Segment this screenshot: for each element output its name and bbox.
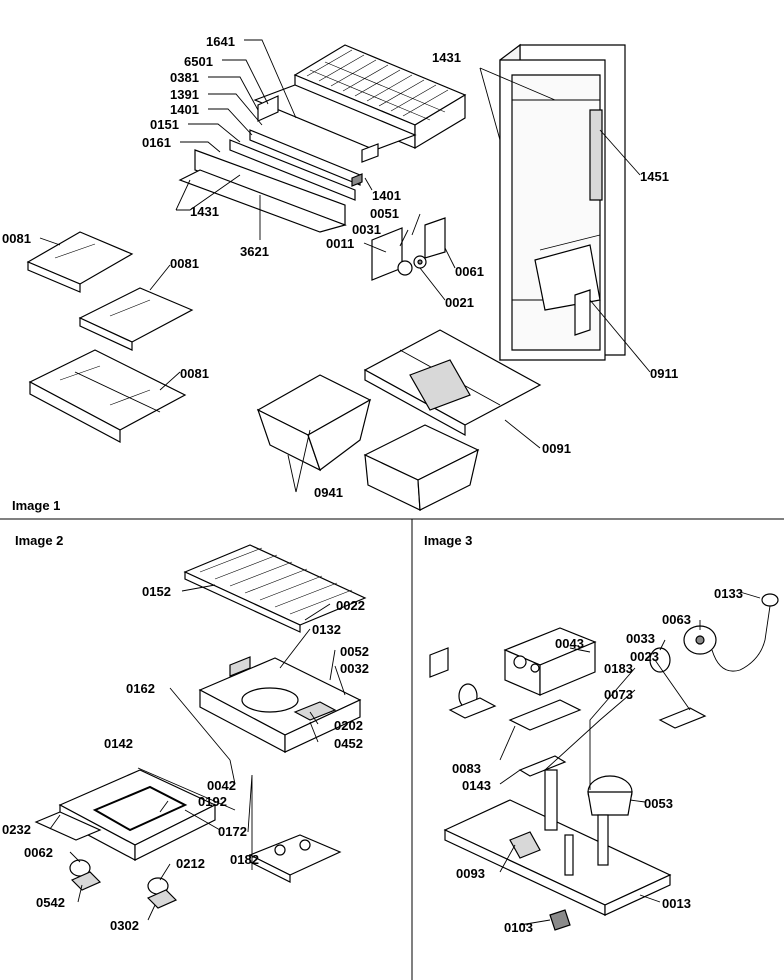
top-shelf-assembly [253,44,467,151]
panel-title-image2: Image 2 [15,533,63,548]
panel-dividers [0,518,784,980]
callout-0151: 0151 [150,117,179,132]
callout-0063: 0063 [662,612,691,627]
glass-shelf-3 [28,349,187,443]
sensor-0133 [711,593,779,672]
callout-0061: 0061 [455,264,484,279]
callout-0042: 0042 [207,778,236,793]
image3-drawing [429,591,779,931]
damper-motor-0063 [683,625,717,655]
callout-0212: 0212 [176,856,205,871]
callout-0032: 0032 [340,661,369,676]
part-0302 [146,889,178,909]
image2-drawing [34,544,367,921]
crisper-drawer-2 [363,424,480,511]
callout-0133: 0133 [714,586,743,601]
callout-0081-top: 0081 [2,231,31,246]
callout-0381: 0381 [170,70,199,85]
callout-0051: 0051 [370,206,399,221]
callout-0093: 0093 [456,866,485,881]
callout-0142: 0142 [104,736,133,751]
control-board [248,834,342,883]
callout-0031: 0031 [352,222,381,237]
callout-0132: 0132 [312,622,341,637]
callout-0011: 0011 [326,236,354,251]
part-0232 [34,811,102,841]
image1-leader-lines [39,39,651,493]
part-0083 [508,699,582,731]
part-0143 [518,755,567,777]
callout-1401-lower: 1401 [372,188,401,203]
callout-0452: 0452 [334,736,363,751]
callout-1431-left: 1431 [190,204,219,219]
image1-drawing [26,39,651,511]
callout-1641: 1641 [206,34,235,49]
image3-leader-lines [499,591,761,926]
callout-0192: 0192 [198,794,227,809]
part-0542 [70,871,102,891]
callout-1391: 1391 [170,87,199,102]
glass-shelf-2 [78,287,194,351]
front-cover-assembly [178,129,379,233]
base-plate-0013 [443,769,672,916]
callout-3621: 3621 [240,244,269,259]
callout-0052: 0052 [340,644,369,659]
callout-1401-upper: 1401 [170,102,199,117]
part-bracket-left [448,697,497,719]
callout-0202: 0202 [334,718,363,733]
control-housing [58,769,217,861]
crisper-drawer-1 [256,374,372,472]
image2-leader-lines [49,584,346,921]
glass-shelf-1 [26,231,134,293]
callout-0232: 0232 [2,822,31,837]
callout-0161: 0161 [142,135,171,150]
callout-0081-middle: 0081 [170,256,199,271]
callout-0103: 0103 [504,920,533,935]
callout-1451: 1451 [640,169,669,184]
callout-0172: 0172 [218,824,247,839]
callout-0013: 0013 [662,896,691,911]
callout-0083: 0083 [452,761,481,776]
part-0033 [649,647,671,673]
callout-6501: 6501 [184,54,213,69]
callout-0091: 0091 [542,441,571,456]
part-clip [429,647,449,678]
rod-0142 [137,767,236,811]
panel-title-image1: Image 1 [12,498,60,513]
callout-1431-right: 1431 [432,50,461,65]
callout-0183: 0183 [604,661,633,676]
callout-0302: 0302 [110,918,139,933]
callout-0143: 0143 [462,778,491,793]
callout-0162: 0162 [126,681,155,696]
defrost-timer-0053 [587,775,633,816]
callout-0073: 0073 [604,687,633,702]
panel-title-image3: Image 3 [424,533,472,548]
control-assembly [371,217,446,281]
callout-0053: 0053 [644,796,673,811]
callout-0542: 0542 [36,895,65,910]
callout-0911: 0911 [650,366,678,381]
callout-0023: 0023 [630,649,659,664]
callout-0062: 0062 [24,845,53,860]
freezer-shelf-grille [183,544,367,633]
part-0023 [658,707,707,729]
callout-0043: 0043 [555,636,584,651]
callout-0152: 0152 [142,584,171,599]
crisper-cover [363,329,542,437]
callout-0182: 0182 [230,852,259,867]
refrigerator-cabinet [499,43,626,361]
callout-0941: 0941 [314,485,343,500]
callout-0021: 0021 [445,295,474,310]
part-0103 [549,909,571,931]
part-0202 [293,701,337,721]
callout-0081-bottom: 0081 [180,366,209,381]
callout-0022: 0022 [336,598,365,613]
callout-0033: 0033 [626,631,655,646]
